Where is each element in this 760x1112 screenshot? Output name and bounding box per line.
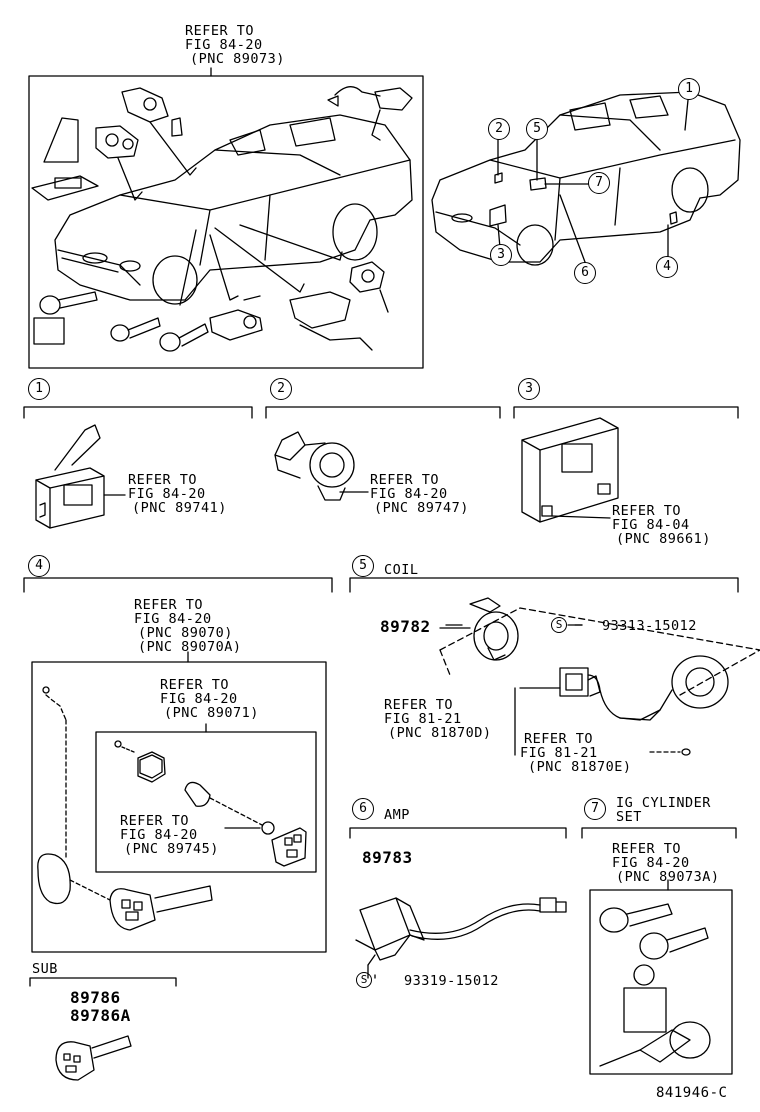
figure-id: 841946-C <box>656 1085 728 1101</box>
callout-5: 5 <box>526 118 548 140</box>
section-1-number: 1 <box>28 378 50 400</box>
section-2-number: 2 <box>270 378 292 400</box>
section-4-refer-b-line-2: FIG 84-20 <box>160 691 238 707</box>
section-1-refer-line-2: FIG 84-20 <box>128 486 206 502</box>
sub-part-number-2: 89786A <box>70 1006 131 1025</box>
overview-small-parts <box>31 86 413 351</box>
callout-6: 6 <box>574 262 596 284</box>
section-7-refer-line-1: REFER TO <box>612 841 682 857</box>
section-brackets <box>23 406 739 987</box>
section-4-refer-a-line-4: (PNC 89070A) <box>138 639 242 655</box>
sub-title: SUB <box>32 961 58 977</box>
section-5-title: COIL <box>384 562 419 578</box>
section-4-refer-c-line-1: REFER TO <box>120 813 190 829</box>
section-4-refer-b-line-3: (PNC 89071) <box>164 705 259 721</box>
section-3-ecu-illustration <box>521 417 619 523</box>
callout-2: 2 <box>488 118 510 140</box>
section-5-coil-illustration <box>439 597 760 756</box>
callout-3: 3 <box>490 244 512 266</box>
section-5-refer-a-line-3: (PNC 81870D) <box>388 725 492 741</box>
section-7-number: 7 <box>584 798 606 820</box>
section-5-part-number: 89782 <box>380 617 431 636</box>
section-5-number: 5 <box>352 555 374 577</box>
section-1-module-illustration <box>35 424 126 529</box>
section-2-refer-line-2: FIG 84-20 <box>370 486 448 502</box>
section-5-refer-a-line-1: REFER TO <box>384 697 454 713</box>
section-5-refer-b-line-1: REFER TO <box>524 731 594 747</box>
section-1-refer-line-1: REFER TO <box>128 472 198 488</box>
section-2-refer-line-1: REFER TO <box>370 472 440 488</box>
section-4-key-set-illustration <box>31 651 327 953</box>
overview-refer-line-3: (PNC 89073) <box>190 51 285 67</box>
section-7-refer-line-3: (PNC 89073A) <box>616 869 720 885</box>
section-1-refer-line-3: (PNC 89741) <box>132 500 227 516</box>
section-4-refer-a-line-3: (PNC 89070) <box>138 625 233 641</box>
section-3-refer-line-3: (PNC 89661) <box>616 531 711 547</box>
section-6-amp-illustration <box>355 897 567 979</box>
sub-key-illustration <box>55 1035 132 1081</box>
overview-arrows <box>117 109 381 306</box>
section-6-number: 6 <box>352 798 374 820</box>
overview-frame <box>28 75 424 369</box>
section-2-sensor-illustration <box>274 431 369 501</box>
section-3-refer-line-1: REFER TO <box>612 503 682 519</box>
section-2-refer-line-3: (PNC 89747) <box>374 500 469 516</box>
overview-refer-line-1: REFER TO <box>185 23 255 39</box>
sub-part-number-1: 89786 <box>70 988 121 1007</box>
overview-car-illustration <box>54 114 413 305</box>
section-7-refer-line-2: FIG 84-20 <box>612 855 690 871</box>
section-4-refer-a-line-1: REFER TO <box>134 597 204 613</box>
callout-car-illustration <box>431 91 741 266</box>
callout-1: 1 <box>678 78 700 100</box>
section-3-number: 3 <box>518 378 540 400</box>
section-4-refer-a-line-2: FIG 84-20 <box>134 611 212 627</box>
section-3-refer-line-2: FIG 84-04 <box>612 517 690 533</box>
section-5-standard-part-mark: S <box>551 617 567 633</box>
section-6-part-number: 89783 <box>362 848 413 867</box>
section-6-title: AMP <box>384 807 410 823</box>
section-5-refer-b-line-2: FIG 81-21 <box>520 745 598 761</box>
section-4-refer-b-line-1: REFER TO <box>160 677 230 693</box>
section-4-number: 4 <box>28 555 50 577</box>
overview-keys <box>33 291 261 352</box>
section-7-title-line-2: SET <box>616 809 642 825</box>
section-5-refer-b-line-3: (PNC 81870E) <box>528 759 632 775</box>
overview-refer-line-2: FIG 84-20 <box>185 37 263 53</box>
callout-4: 4 <box>656 256 678 278</box>
section-7-cylinder-set-illustration <box>589 879 733 1075</box>
leader-lines <box>374 624 583 979</box>
section-6-standard-part-mark: S <box>356 972 372 988</box>
callout-leader-lines <box>497 99 689 263</box>
section-5-standard-part: 93313-15012 <box>602 618 697 634</box>
section-7-title: IG CYLINDER <box>616 795 711 811</box>
callout-7: 7 <box>588 172 610 194</box>
section-4-refer-c-line-3: (PNC 89745) <box>124 841 219 857</box>
section-5-refer-a-line-2: FIG 81-21 <box>384 711 462 727</box>
section-6-standard-part: 93319-15012 <box>404 973 499 989</box>
section-4-refer-c-line-2: FIG 84-20 <box>120 827 198 843</box>
